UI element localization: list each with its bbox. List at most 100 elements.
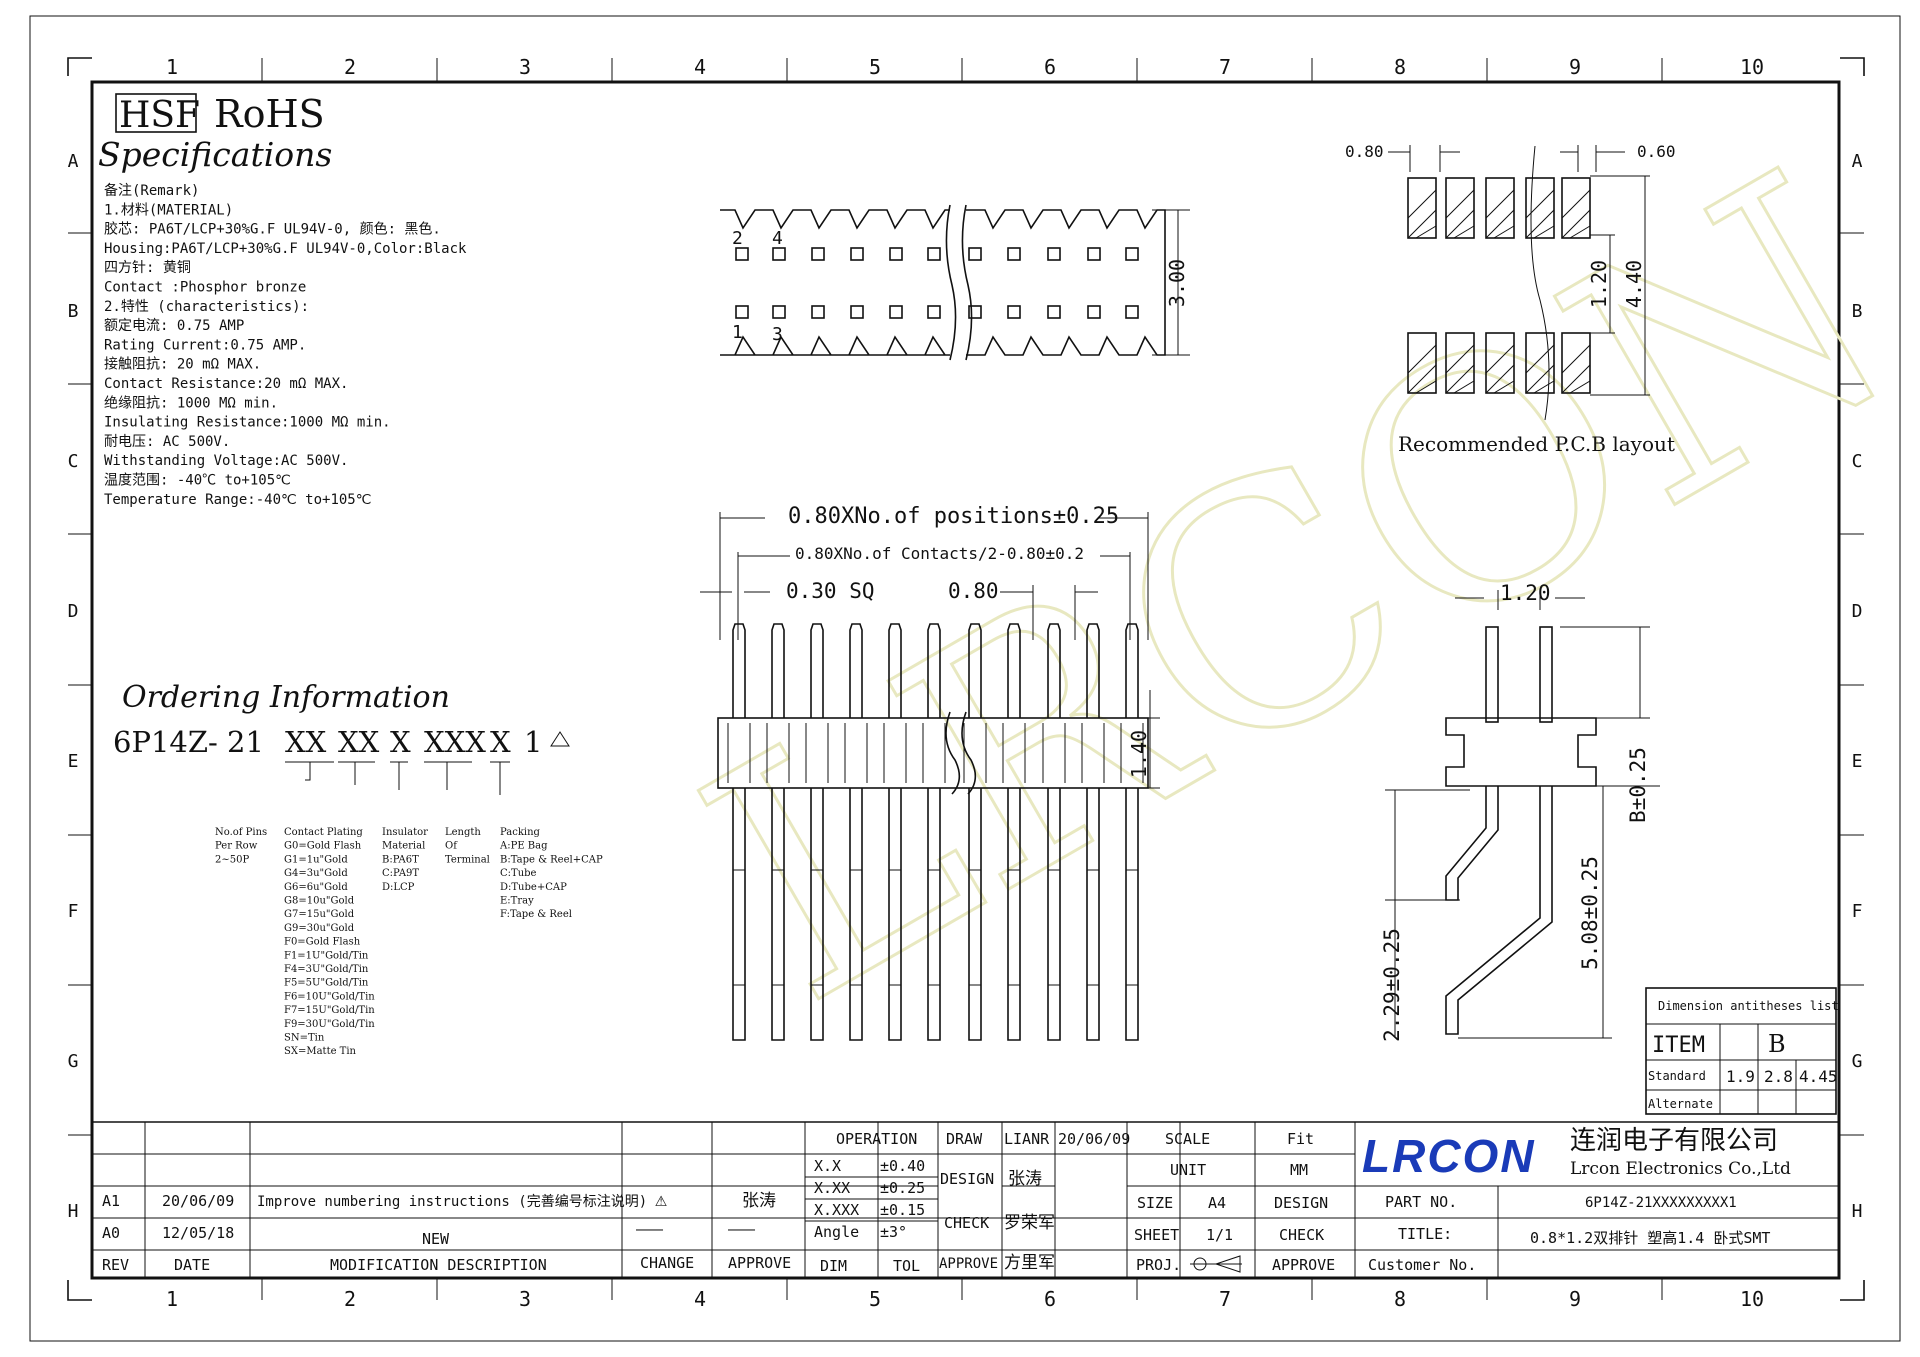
draw-name: LIANR	[1004, 1130, 1050, 1148]
sheet-check-label: CHECK	[1279, 1226, 1324, 1244]
front-housing-divider	[844, 723, 868, 783]
ordering-field-rev: 1	[524, 725, 542, 759]
col-label: 10	[1740, 1287, 1764, 1311]
dim-label: DIM	[820, 1257, 847, 1275]
remark-line: 温度范围: -40℃ to+105℃	[104, 472, 291, 489]
col-label: 4	[694, 55, 706, 79]
front-pin-mark	[1008, 869, 1020, 986]
remark-line: 1.材料(MATERIAL)	[104, 202, 233, 218]
side-pin-left-top	[1485, 626, 1499, 723]
date-a0: 12/05/18	[162, 1224, 234, 1242]
hsf-box	[115, 93, 197, 133]
front-pin	[927, 623, 941, 1041]
tol-value: ±0.25	[880, 1179, 925, 1197]
front-pin	[849, 623, 863, 1041]
pcb-pad-hatch	[1407, 344, 1437, 394]
date-a1: 20/06/09	[162, 1192, 234, 1210]
pcb-vertical-dim-lines	[1590, 175, 1650, 396]
pcb-dim-1.20: 1.20	[1587, 260, 1611, 308]
pcb-pad	[1561, 332, 1591, 394]
hsf-mark: HSF	[119, 95, 200, 136]
top-pin	[772, 305, 786, 319]
side-dim-229-lines	[1385, 789, 1470, 1038]
legend-plating: F5=5U"Gold/Tin	[284, 978, 369, 989]
top-pin	[1125, 305, 1139, 319]
top-height-dim: 3.00	[1165, 259, 1189, 307]
row-label: F	[68, 901, 79, 922]
row-label: H	[1852, 1201, 1863, 1222]
legend-plating: G8=10u"Gold	[284, 896, 355, 907]
break-line-top-2	[961, 204, 973, 361]
front-pin	[1125, 623, 1139, 1041]
dim-contacts-lines	[737, 552, 1131, 640]
front-pin-mark	[969, 869, 981, 986]
top-pin	[1047, 247, 1061, 261]
side-pin-left-bend	[1445, 786, 1499, 901]
pcb-pad-hatch	[1561, 344, 1591, 394]
connector-front-view: 0.80XNo.of positions±0.25 0.80XNo.of Con…	[700, 504, 1160, 1041]
change-header: CHANGE	[640, 1254, 694, 1272]
pcb-pad-hatch	[1485, 344, 1515, 394]
sheet-approve-label: APPROVE	[1272, 1256, 1335, 1274]
top-pin	[968, 247, 982, 261]
dim-table-item-value: B	[1768, 1030, 1786, 1058]
ordering-field-pins: XX	[285, 725, 327, 759]
side-dim-508-lines	[1458, 785, 1615, 1039]
ordering-field-packing: X	[490, 725, 511, 759]
pcb-dim-4.40: 4.40	[1622, 260, 1646, 308]
top-view-outline	[720, 209, 1166, 356]
legend-plating: G1=1u"Gold	[284, 854, 348, 865]
legend-length: Terminal	[445, 854, 490, 865]
side-dim-1.20: 1.20	[1500, 581, 1551, 605]
ordering-title: Ordering Information	[122, 680, 450, 715]
legend-plating: SX=Matte Tin	[284, 1046, 357, 1057]
pcb-pad	[1485, 177, 1515, 239]
remark-line: 耐电压: AC 500V.	[104, 434, 230, 450]
tol-value: ±0.15	[880, 1201, 925, 1219]
front-housing-divider	[1042, 723, 1066, 783]
tol-dim: Angle	[814, 1223, 859, 1241]
col-label: 9	[1569, 55, 1581, 79]
pcb-pad	[1407, 332, 1437, 394]
dim-table-standard-3: 4.45	[1799, 1067, 1838, 1086]
row-label: C	[1852, 451, 1863, 472]
col-label: 1	[166, 55, 178, 79]
legend-plating: F4=3U"Gold/Tin	[284, 964, 369, 975]
pin-label-2: 2	[732, 228, 743, 249]
top-pin	[1087, 305, 1101, 319]
front-pin	[732, 623, 746, 1041]
draw-date: 20/06/09	[1058, 1130, 1130, 1148]
ordering-field-insulator: X	[390, 725, 411, 759]
tol-dim: X.XX	[814, 1179, 850, 1197]
check-label: CHECK	[944, 1214, 989, 1232]
legend-packing: B:Tape & Reel+CAP	[500, 854, 603, 865]
sheet-label: SHEET	[1134, 1226, 1179, 1244]
row-label: E	[1852, 751, 1863, 772]
top-pin	[1087, 247, 1101, 261]
col-label: 9	[1569, 1287, 1581, 1311]
pcb-caption: Recommended P.C.B layout	[1398, 432, 1675, 456]
legend-plating: F9=30U"Gold/Tin	[284, 1019, 375, 1030]
remark-line: 接触阻抗: 20 mΩ MAX.	[104, 356, 261, 373]
legend-packing: Packing	[500, 827, 541, 838]
legend-length: Of	[445, 841, 458, 852]
top-view-pins	[735, 247, 1139, 319]
col-label: 3	[519, 55, 531, 79]
side-housing	[1445, 717, 1597, 787]
front-housing-divider	[1002, 723, 1026, 783]
front-break-lines	[945, 711, 977, 795]
top-pin	[889, 247, 903, 261]
legend-plating: G9=30u"Gold	[284, 923, 355, 934]
legend-insulator: D:LCP	[382, 882, 415, 893]
front-housing-divider	[727, 723, 751, 783]
remark-line: Rating Current:0.75 AMP.	[104, 337, 306, 353]
front-pin-mark	[811, 869, 823, 986]
row-label: H	[68, 1201, 79, 1222]
sheet-value: 1/1	[1206, 1226, 1233, 1244]
legend-insulator: Insulator	[382, 827, 428, 838]
top-pin	[735, 305, 749, 319]
dim-table-alternate-label: Alternate	[1648, 1097, 1713, 1111]
legend-plating: F0=Gold Flash	[284, 937, 361, 948]
change-a0: ———	[636, 1220, 664, 1238]
dim-table-title: Dimension antitheses list	[1658, 999, 1839, 1013]
